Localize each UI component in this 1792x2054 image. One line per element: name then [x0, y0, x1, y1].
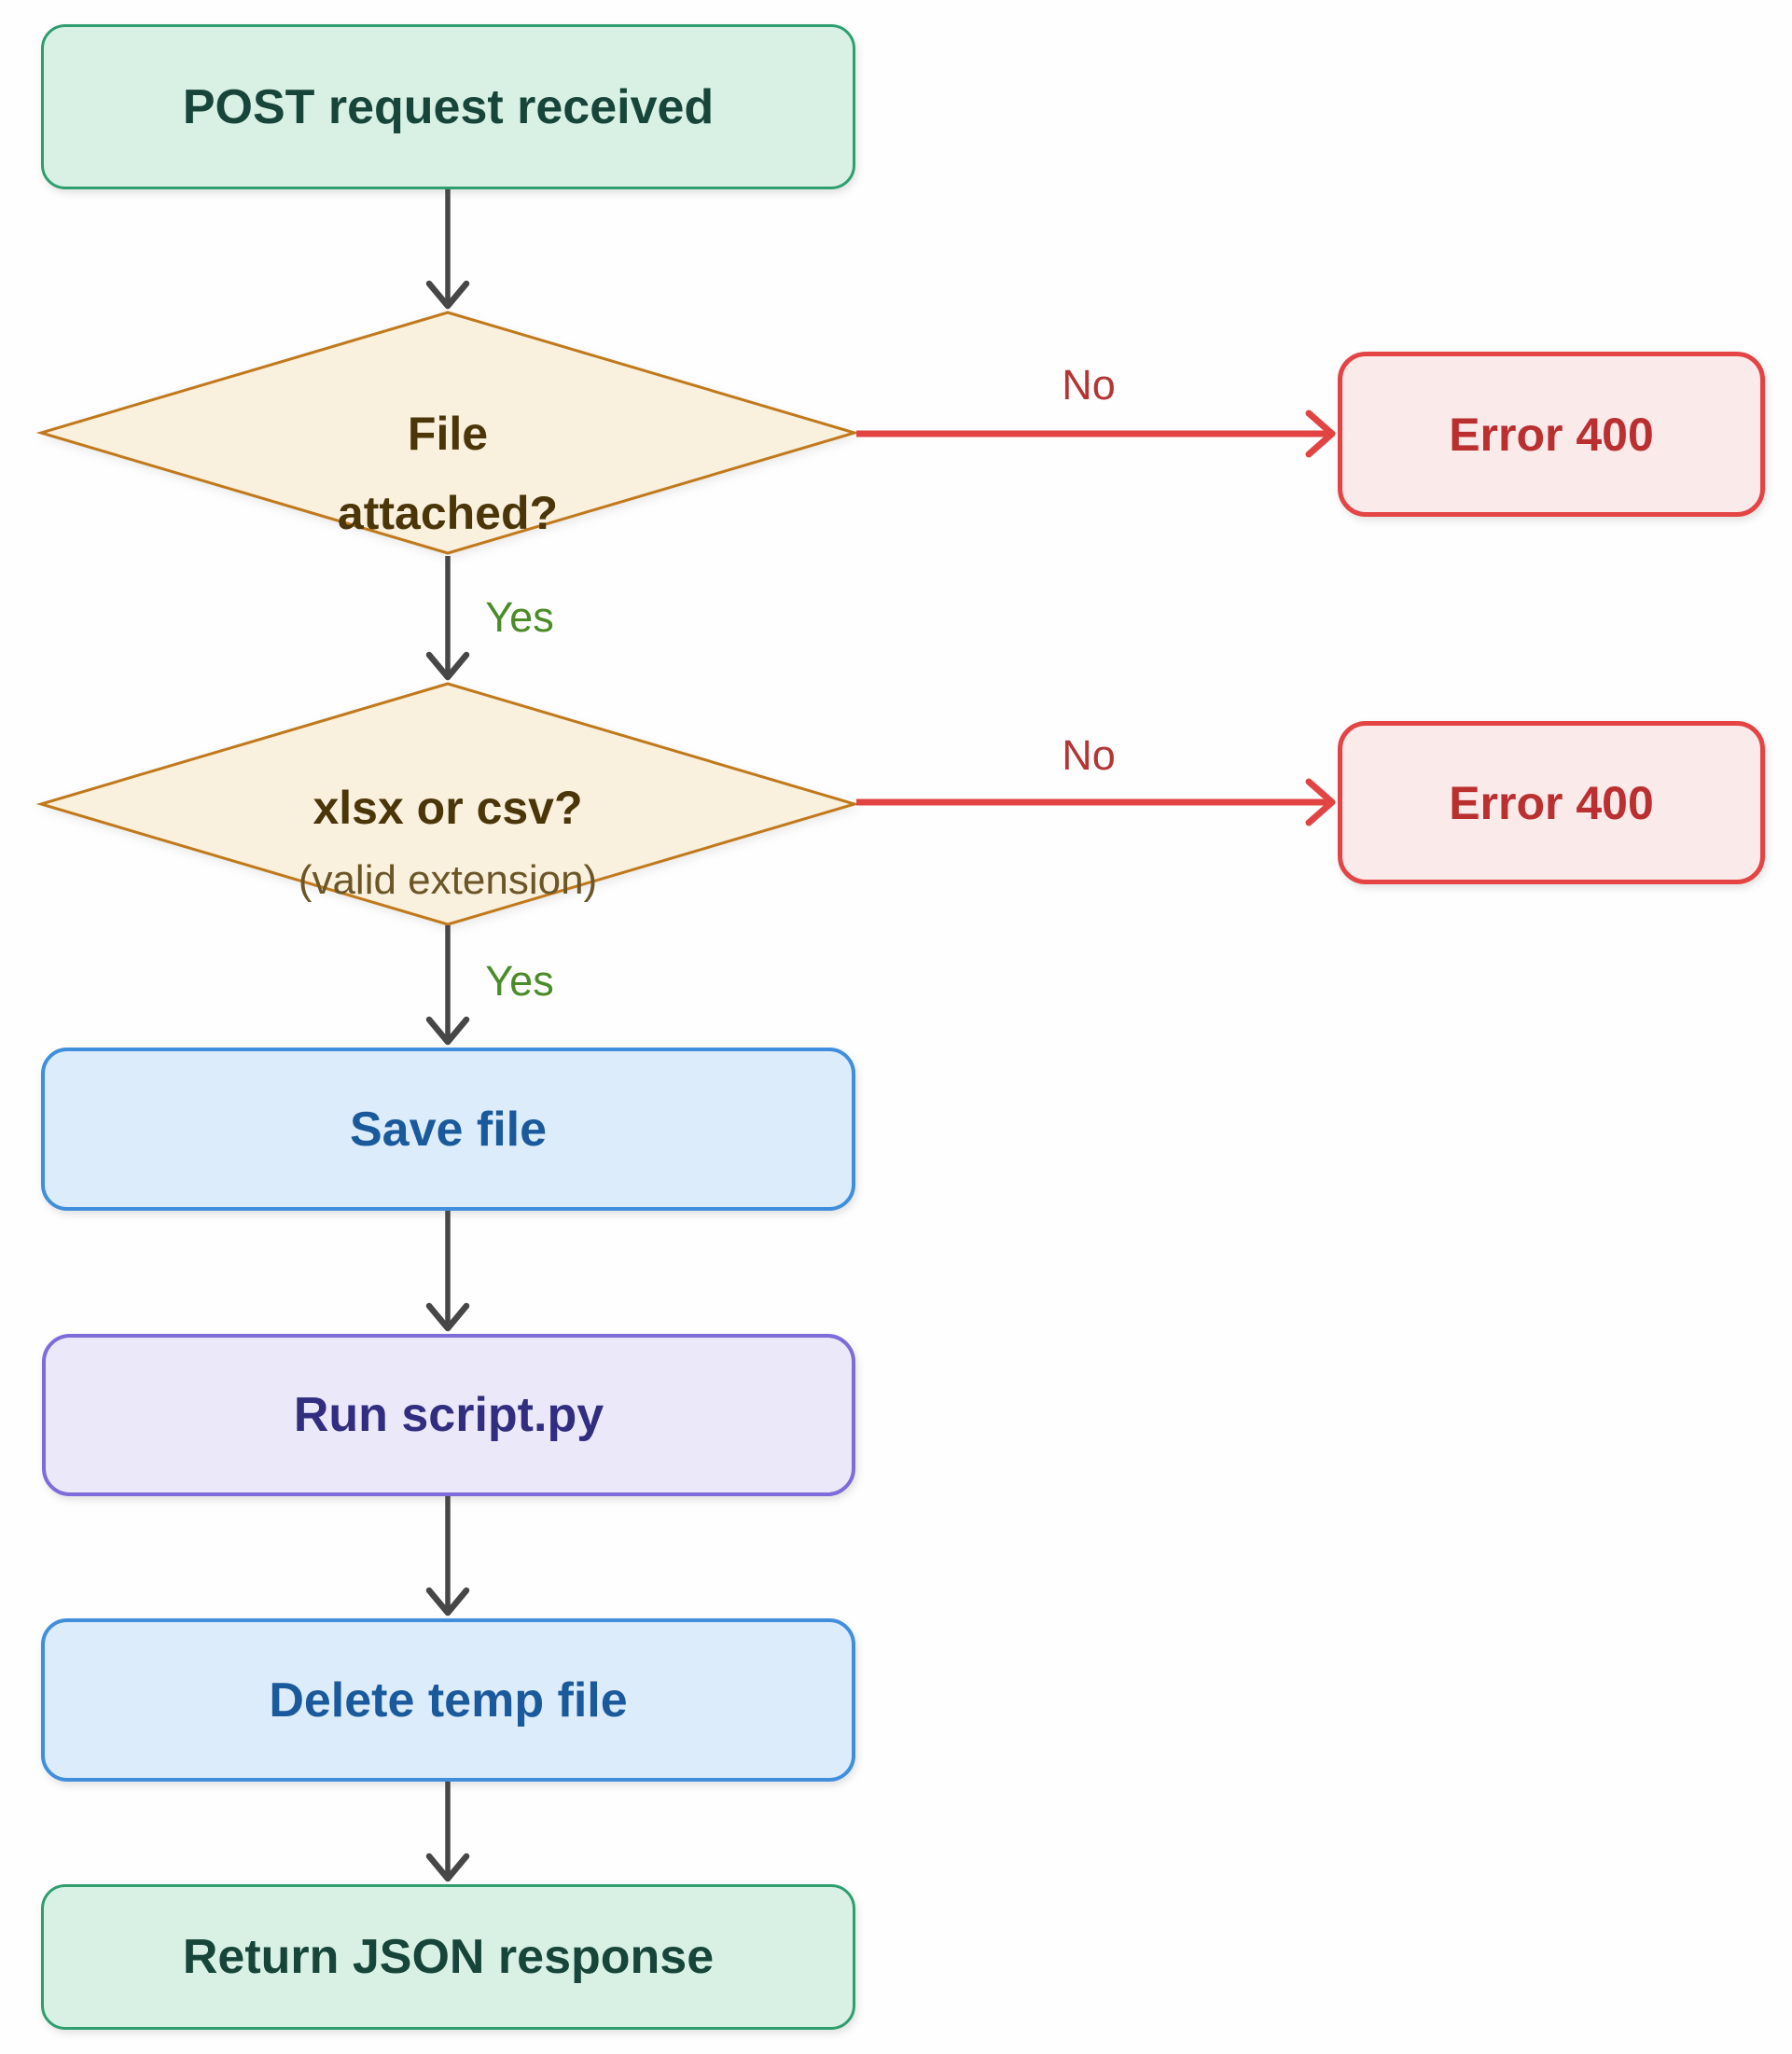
arrow-ext-decision-to-error	[856, 778, 1336, 826]
arrow-file-decision-to-error	[856, 409, 1336, 458]
node-return-json-response: Return JSON response	[41, 1884, 855, 2030]
node-label: Return JSON response	[182, 1930, 715, 1984]
edge-label-yes-1: Yes	[485, 593, 554, 641]
node-label: Run script.py	[293, 1388, 604, 1442]
node-delete-temp-file: Delete temp file	[41, 1618, 855, 1782]
node-label: Save file	[349, 1102, 548, 1157]
node-run-script: Run script.py	[42, 1334, 855, 1496]
node-save-file: Save file	[41, 1048, 855, 1211]
node-post-request-received: POST request received	[41, 24, 855, 189]
node-label: POST request received	[182, 79, 715, 134]
decision-line2: (valid extension)	[298, 857, 598, 904]
node-extension-decision: xlsx or csv? (valid extension)	[35, 682, 860, 926]
diamond-shape	[35, 682, 860, 926]
edge-label-yes-2: Yes	[485, 957, 554, 1005]
node-label: Delete temp file	[269, 1672, 628, 1728]
diamond-label: File attached?	[39, 352, 856, 596]
edge-label-no-1: No	[1062, 361, 1116, 409]
decision-line1: xlsx or csv?	[313, 782, 583, 835]
arrow-ext-decision-to-save	[425, 925, 470, 1046]
arrow-file-decision-to-ext-decision	[425, 556, 470, 681]
node-label: Error 400	[1449, 776, 1654, 829]
arrow-delete-to-return	[425, 1782, 470, 1882]
node-error-400-first: Error 400	[1338, 352, 1765, 517]
decision-line2: attached?	[337, 487, 559, 539]
node-file-attached-decision: File attached?	[35, 311, 860, 555]
edge-label-no-2: No	[1062, 731, 1116, 779]
decision-line1: File	[407, 408, 489, 460]
arrow-run-to-delete	[425, 1496, 470, 1617]
node-error-400-second: Error 400	[1338, 721, 1765, 884]
node-label: Error 400	[1449, 408, 1654, 461]
arrow-start-to-file-decision	[425, 189, 470, 310]
diamond-shape	[35, 311, 860, 555]
diamond-label: xlsx or csv? (valid extension)	[39, 721, 856, 965]
arrow-save-to-run	[425, 1211, 470, 1332]
